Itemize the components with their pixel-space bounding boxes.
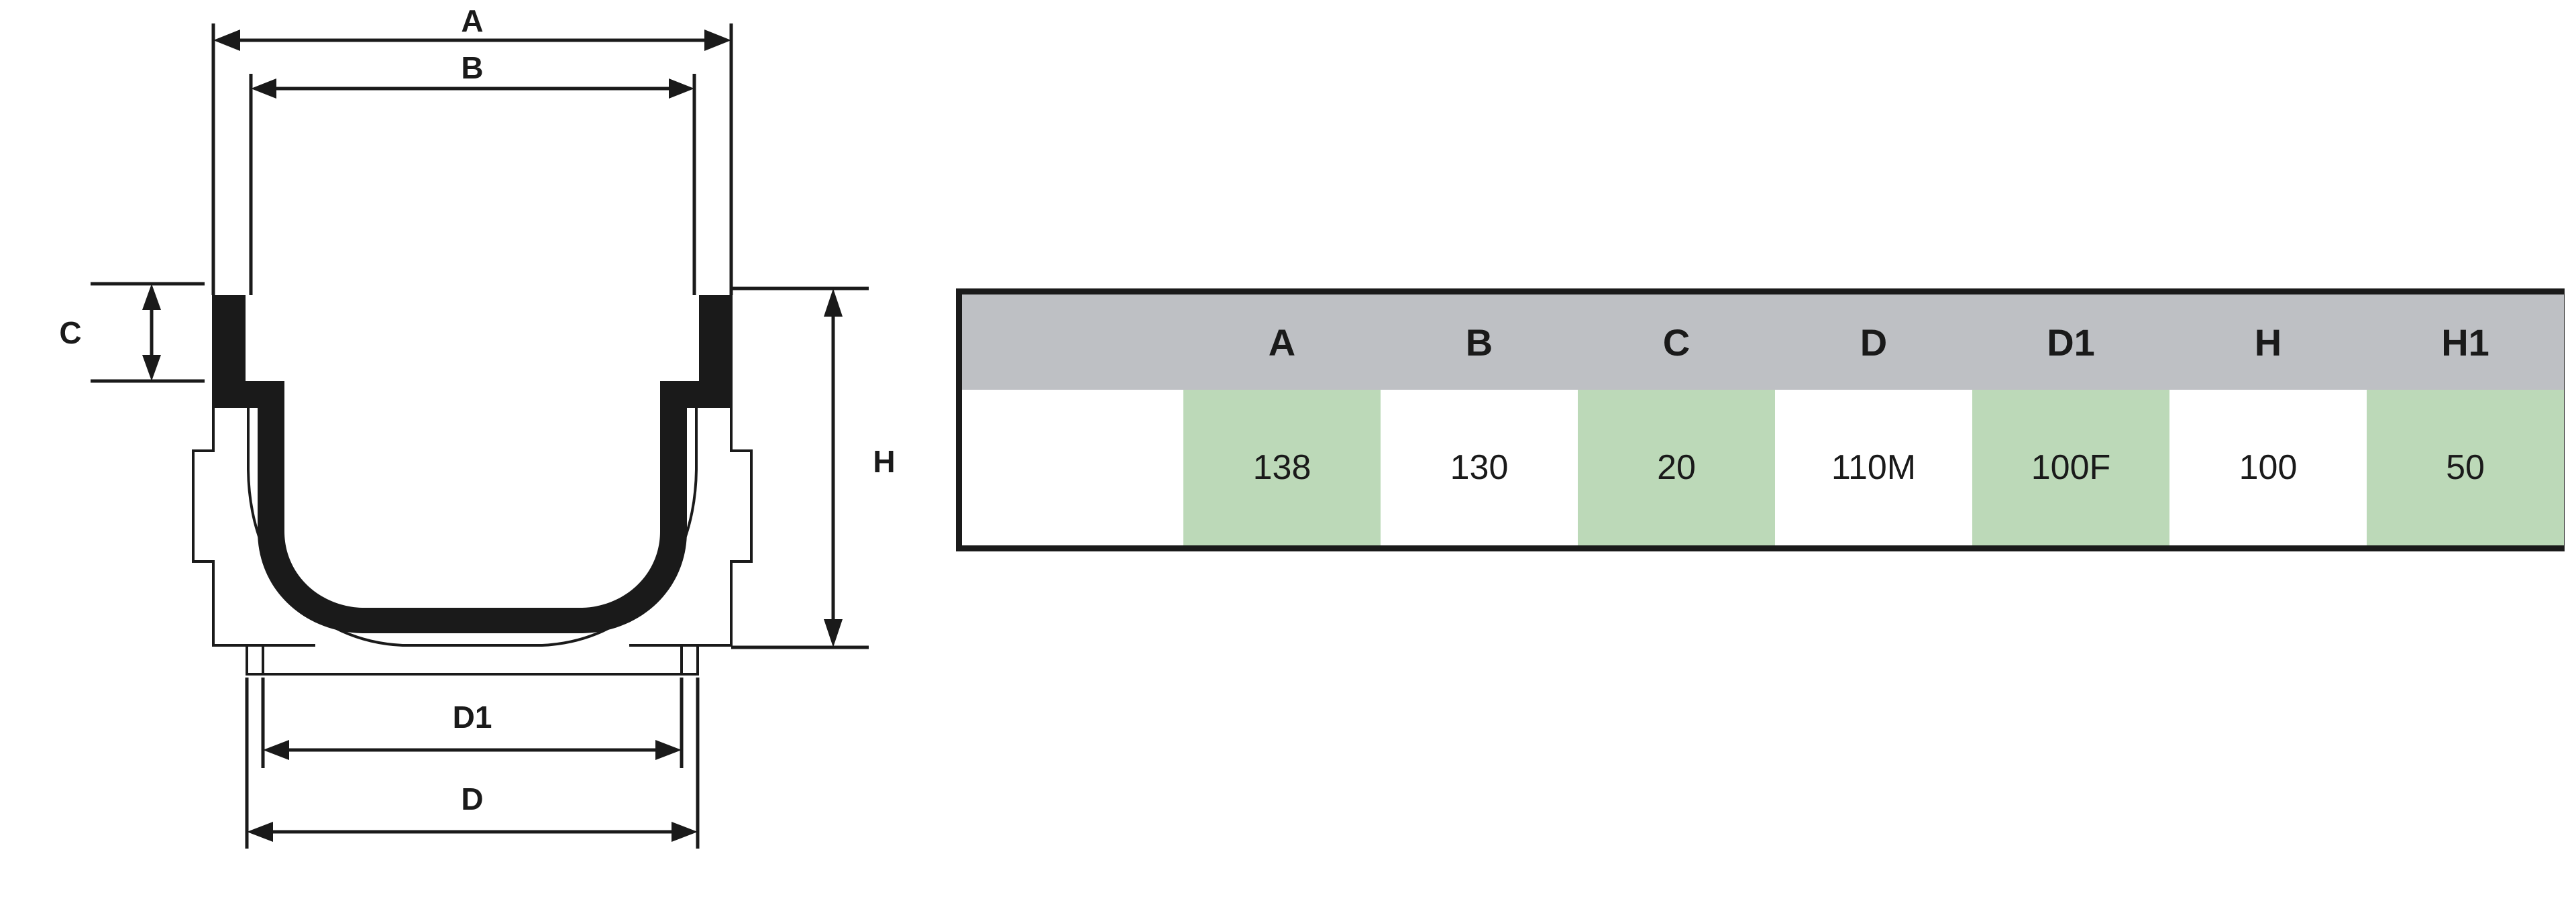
- dimension-label-d1: D1: [453, 700, 492, 735]
- dimensions-table-container: A B C D D1 H H1 138 130 20 110M 100F: [956, 288, 2565, 551]
- outlet-spigot: [246, 645, 699, 676]
- b-arrow-right: [669, 78, 694, 99]
- dimension-label-c: C: [59, 315, 81, 350]
- lip-right-thick: [660, 295, 731, 408]
- table-header-cell-h: H: [2169, 294, 2367, 390]
- dimension-label-h: H: [873, 444, 895, 479]
- d-arrow-left: [247, 822, 273, 842]
- table-cell-h: 100: [2169, 390, 2367, 545]
- b-arrow-left: [251, 78, 276, 99]
- table-row: 138 130 20 110M 100F 100 50: [962, 390, 2564, 545]
- h-arrow-up: [824, 288, 843, 317]
- table-header-cell-a: A: [1183, 294, 1381, 390]
- dimension-label-b: B: [461, 50, 483, 85]
- d-arrow-right: [672, 822, 698, 842]
- table-cell-a: 138: [1183, 390, 1381, 545]
- table-cell-d: 110M: [1775, 390, 1972, 545]
- d1-arrow-right: [655, 740, 682, 760]
- table-header-row: A B C D D1 H H1: [962, 294, 2564, 390]
- dimension-label-a: A: [461, 3, 483, 38]
- table-cell-label: [962, 390, 1183, 545]
- a-arrow-right: [704, 30, 731, 51]
- channel-profile-thick: [213, 295, 731, 605]
- table-cell-c: 20: [1578, 390, 1775, 545]
- dimensions-table: A B C D D1 H H1 138 130 20 110M 100F: [962, 294, 2564, 545]
- table-header-cell-b: B: [1381, 294, 1578, 390]
- c-arrow-down: [142, 355, 161, 381]
- a-arrow-left: [213, 30, 240, 51]
- lip-left-thick: [213, 295, 284, 408]
- channel-cross-section-svg: A B C H D1 D: [59, 3, 896, 849]
- table-header-cell-h1: H1: [2367, 294, 2564, 390]
- table-header-cell-d: D: [1775, 294, 1972, 390]
- technical-drawing-panel: A B C H D1 D: [0, 0, 939, 915]
- d1-arrow-left: [263, 740, 289, 760]
- channel-liner-thick: [258, 381, 687, 633]
- table-cell-b: 130: [1381, 390, 1578, 545]
- dimension-label-d: D: [461, 782, 483, 816]
- table-header-cell-d1: D1: [1972, 294, 2169, 390]
- table-header-cell-c: C: [1578, 294, 1775, 390]
- table-header-cell-label: [962, 294, 1183, 390]
- h-arrow-down: [824, 619, 843, 647]
- table-cell-d1: 100F: [1972, 390, 2169, 545]
- c-arrow-up: [142, 284, 161, 310]
- table-cell-h1: 50: [2367, 390, 2564, 545]
